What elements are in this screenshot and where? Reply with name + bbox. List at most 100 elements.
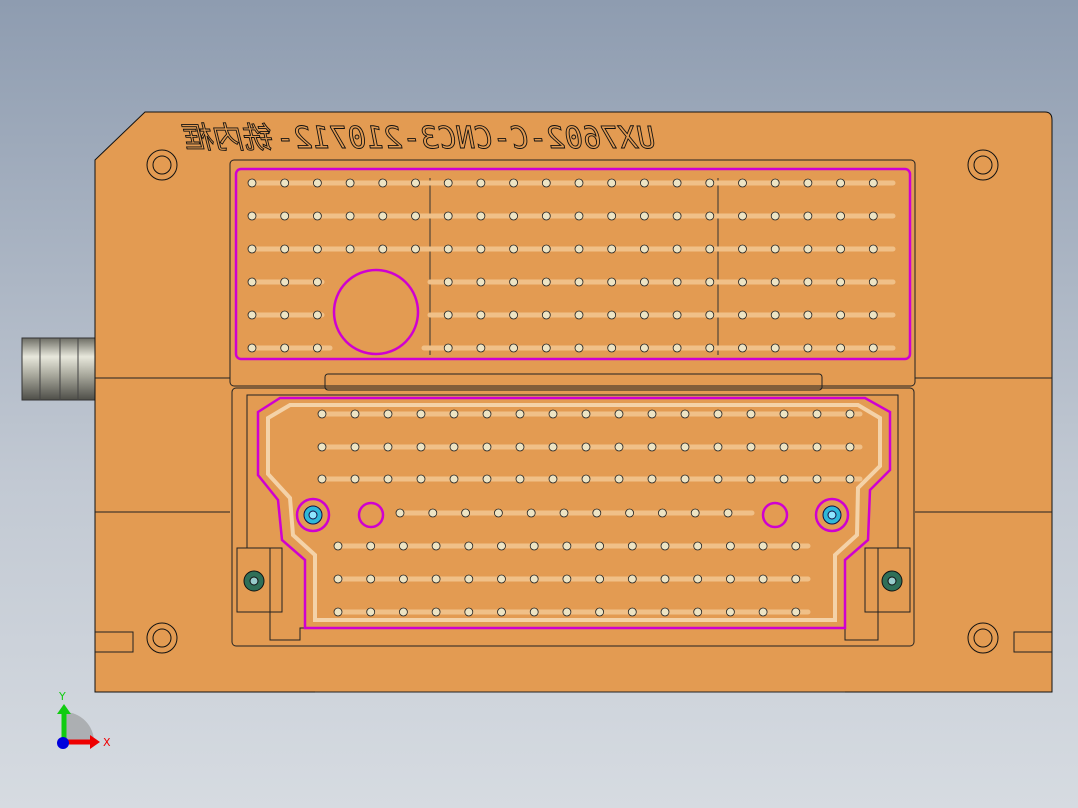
pin [574,211,584,221]
pin [770,178,780,188]
pin [509,343,518,353]
pin [705,310,715,320]
pin [738,178,747,188]
pin [378,244,388,254]
pin [738,244,747,254]
pin [497,541,506,551]
pin [746,409,756,419]
pin [509,178,518,188]
pin [625,508,634,518]
pin [640,310,649,320]
pin [395,508,405,518]
pin [660,541,670,551]
pin [383,474,393,484]
pin [411,211,420,221]
pin [559,508,569,518]
pin [640,244,649,254]
pin [345,178,355,188]
pin [515,474,525,484]
pin [779,442,789,452]
pin [672,310,682,320]
pin [658,508,667,518]
pin [312,211,322,221]
mold-plate[interactable] [94,111,1053,693]
pin [770,310,780,320]
pin [812,442,822,452]
pin [672,244,682,254]
pin [705,178,715,188]
pin [526,508,536,518]
pin [770,211,780,221]
pin [247,211,257,221]
pin [548,409,558,419]
pin [607,343,617,353]
pin [317,442,327,452]
pin [280,343,290,353]
lower-channel [266,403,882,622]
magenta-pockets [295,497,850,533]
pin [812,474,822,484]
pin [509,277,518,287]
pin [497,607,506,617]
pin [705,277,715,287]
pin [868,244,878,254]
pin [627,541,637,551]
pin [350,474,360,484]
pin [548,442,558,452]
pin [464,541,474,551]
pin [723,508,733,518]
mounting-hole-icon [146,149,178,181]
mounting-hole-icon [967,622,999,654]
axis-triad[interactable]: Y X [57,690,111,749]
pin [574,343,584,353]
pin [595,541,604,551]
mounting-hole-icon [146,622,178,654]
pin [812,409,822,419]
pin [333,607,343,617]
pin [515,409,525,419]
pin [713,474,723,484]
pin [431,574,441,584]
pin [758,574,768,584]
pin [614,409,624,419]
pin [497,574,506,584]
pin [738,277,747,287]
pin [713,442,723,452]
pin [845,474,855,484]
pin [449,409,459,419]
pin [672,211,682,221]
pin [672,343,682,353]
pin [398,574,408,584]
pin [378,178,388,188]
pin [247,310,257,320]
pin [428,508,438,518]
pin [529,607,539,617]
pin [312,343,322,353]
y-label: Y [58,690,66,703]
pin [803,277,813,287]
pin [312,244,322,254]
pin [574,244,584,254]
pin [541,310,551,320]
pin [803,178,813,188]
pin [366,574,376,584]
pin [493,508,503,518]
pin [509,244,518,254]
pin [529,541,539,551]
pin [705,343,715,353]
pin [574,310,584,320]
pin [592,508,602,518]
pin [680,409,690,419]
pin [868,277,878,287]
pin [247,178,257,188]
pin [672,178,682,188]
pin [803,343,813,353]
pin [482,442,492,452]
pin [693,541,703,551]
pin [660,607,670,617]
pin [738,211,747,221]
pin [640,178,649,188]
pin [345,244,355,254]
pin [836,310,845,320]
